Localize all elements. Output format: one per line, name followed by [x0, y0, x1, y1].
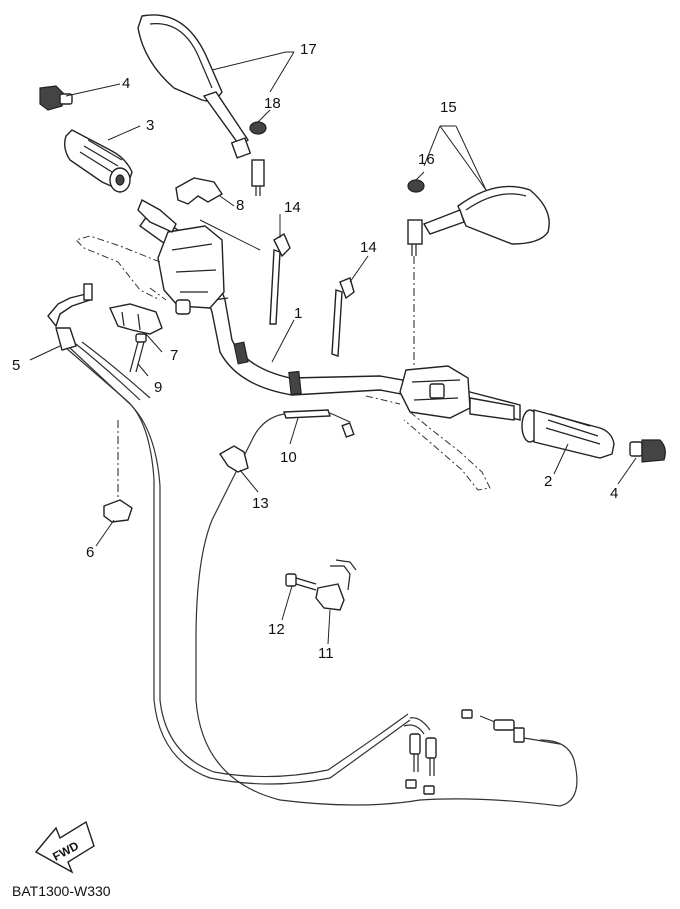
callout-1: 1	[294, 305, 302, 322]
callout-16: 16	[418, 151, 435, 168]
callout-5: 5	[12, 357, 20, 374]
throttle-cable-part-5	[47, 283, 411, 785]
cable-band-part-14-right	[331, 277, 355, 357]
callout-15: 15	[440, 99, 457, 116]
cable-band-part-14-left	[269, 232, 291, 325]
cable-guide-part-6	[103, 420, 133, 523]
left-mirror-part-17	[137, 14, 265, 196]
left-bar-end-part-4	[39, 85, 73, 111]
callout-10: 10	[280, 449, 297, 466]
callout-13: 13	[252, 495, 269, 512]
callout-12: 12	[268, 621, 285, 638]
callout-14-left: 14	[284, 199, 301, 216]
throttle-holder-part-7	[109, 303, 163, 335]
diagram-code: BAT1300-W330	[12, 883, 111, 899]
left-mirror-cap-part-18	[249, 121, 267, 135]
callout-18: 18	[264, 95, 281, 112]
left-grip-part-3	[63, 129, 133, 193]
callout-14-right: 14	[360, 239, 377, 256]
right-grip-part-2	[469, 397, 615, 459]
holder-part-8	[175, 177, 223, 205]
callout-8: 8	[236, 197, 244, 214]
callout-4-left: 4	[122, 75, 130, 92]
clutch-cable-part-10	[195, 409, 578, 807]
fwd-direction-arrow: FWD	[34, 820, 95, 874]
callout-numbers: 1 2 3 4 4 5 6 7 8 9 10 11 12 13 14 14 15…	[12, 41, 618, 662]
left-throttle-sleeve	[137, 199, 177, 233]
callout-9: 9	[154, 379, 162, 396]
screw-part-12	[285, 573, 317, 591]
callout-4-right: 4	[610, 485, 618, 502]
left-lever-outline	[75, 235, 167, 301]
callout-17: 17	[300, 41, 317, 58]
right-mirror-cap-part-16	[407, 179, 425, 193]
screw-part-9	[129, 333, 147, 373]
cable-guide-part-13	[219, 445, 249, 473]
right-mirror-part-15	[407, 185, 550, 368]
callout-7: 7	[170, 347, 178, 364]
clutch-switch-part-11	[315, 559, 357, 611]
callout-2: 2	[544, 473, 552, 490]
right-switch-assembly	[365, 365, 491, 491]
left-switch-assembly	[157, 225, 225, 315]
right-bar-end-part-4	[629, 439, 666, 463]
callout-11: 11	[318, 645, 334, 662]
cable-end-fittings	[403, 717, 437, 795]
callout-6: 6	[86, 544, 94, 561]
callout-3: 3	[146, 117, 154, 134]
leader-lines	[29, 51, 637, 645]
